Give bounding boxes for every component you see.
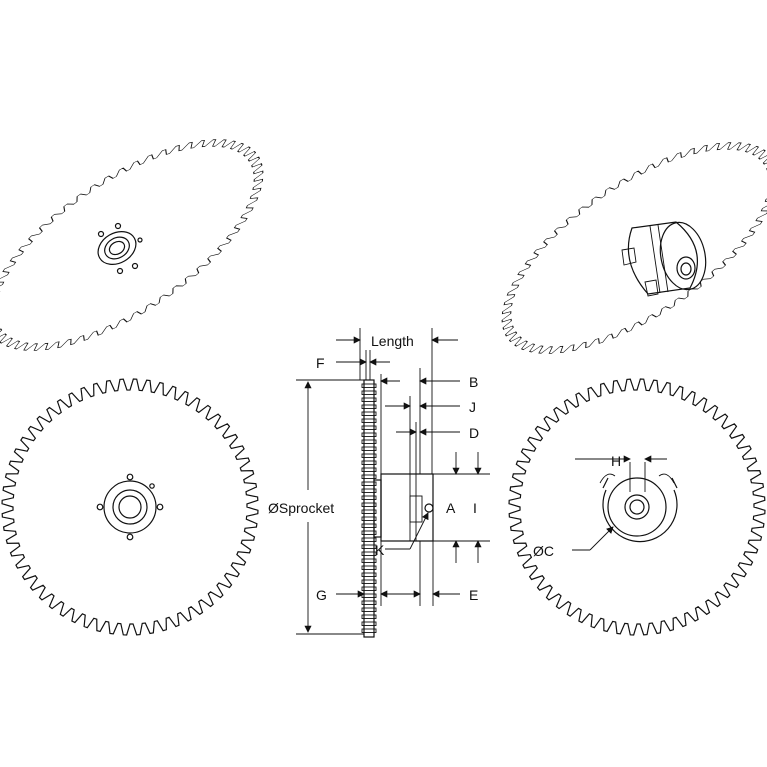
- dim-length: Length: [336, 328, 458, 474]
- gearFront-outline: [1, 378, 259, 636]
- side-tooth: [361, 530, 377, 535]
- side-tooth: [361, 474, 377, 479]
- dim-d: D: [396, 422, 479, 474]
- side-tooth: [361, 404, 377, 409]
- side-tooth: [361, 628, 377, 633]
- side-tooth: [361, 523, 377, 528]
- side-sprocket-teeth: [361, 383, 377, 633]
- dim-f: F: [316, 350, 390, 380]
- side-tooth: [361, 579, 377, 584]
- iso-front-hub: [97, 222, 143, 275]
- side-tooth: [361, 600, 377, 605]
- side-tooth: [361, 502, 377, 507]
- label-e: E: [469, 587, 478, 603]
- front-sprocket: [1, 378, 259, 636]
- side-tooth: [361, 516, 377, 521]
- label-c-diameter: ØC: [533, 543, 554, 559]
- side-tooth: [361, 397, 377, 402]
- iso-front-sprocket: [0, 139, 264, 351]
- side-tooth: [361, 509, 377, 514]
- label-length: Length: [371, 333, 414, 349]
- side-tooth: [361, 390, 377, 395]
- side-tooth: [361, 453, 377, 458]
- side-tooth: [361, 565, 377, 570]
- isoGearA-outline: [0, 139, 264, 351]
- side-tooth: [361, 614, 377, 619]
- label-j: J: [469, 399, 476, 415]
- side-tooth: [361, 411, 377, 416]
- side-tooth: [361, 439, 377, 444]
- side-tooth: [361, 544, 377, 549]
- dim-b: B: [380, 368, 478, 474]
- iso-view-front: [0, 139, 264, 351]
- front-hub: [96, 473, 164, 541]
- label-k: K: [375, 542, 385, 558]
- side-tooth: [361, 383, 377, 388]
- side-tooth: [361, 418, 377, 423]
- back-hub: [599, 473, 678, 543]
- label-i: I: [473, 500, 477, 516]
- side-tooth: [361, 586, 377, 591]
- side-tooth: [361, 495, 377, 500]
- isoGearB-outline: [501, 142, 767, 354]
- iso-back-sprocket: [501, 142, 767, 354]
- label-a: A: [446, 500, 456, 516]
- dim-j: J: [385, 396, 476, 474]
- side-tooth: [361, 425, 377, 430]
- side-tooth: [361, 488, 377, 493]
- dim-c: ØC: [533, 526, 614, 559]
- side-tooth: [361, 558, 377, 563]
- side-tooth: [361, 572, 377, 577]
- side-tooth: [361, 432, 377, 437]
- label-d: D: [469, 425, 479, 441]
- side-view: Length F B J D: [268, 328, 490, 638]
- dim-a-i: A I: [433, 452, 490, 563]
- dim-k: K: [375, 512, 429, 558]
- side-tooth: [361, 537, 377, 542]
- side-tooth: [361, 607, 377, 612]
- label-h: H: [611, 453, 621, 469]
- iso-back-clamp-hub: [621, 221, 707, 297]
- side-tooth: [361, 621, 377, 626]
- dim-h: H: [575, 453, 667, 492]
- back-sprocket: [508, 378, 766, 636]
- label-g: G: [316, 587, 327, 603]
- back-view: H ØC: [508, 378, 766, 636]
- iso-view-back: [501, 142, 767, 354]
- gearBack-outline: [508, 378, 766, 636]
- side-sprocket-plate: [363, 379, 375, 638]
- side-tooth: [361, 481, 377, 486]
- dim-sprocket-diameter: ØSprocket: [268, 379, 364, 635]
- side-tooth: [361, 460, 377, 465]
- side-tooth: [361, 446, 377, 451]
- front-view: [1, 378, 259, 636]
- side-tooth: [361, 467, 377, 472]
- label-f: F: [316, 355, 325, 371]
- label-sprocket-diameter: ØSprocket: [268, 500, 334, 516]
- label-b: B: [469, 374, 478, 390]
- side-tooth: [361, 551, 377, 556]
- dim-g-e: G E: [316, 541, 478, 606]
